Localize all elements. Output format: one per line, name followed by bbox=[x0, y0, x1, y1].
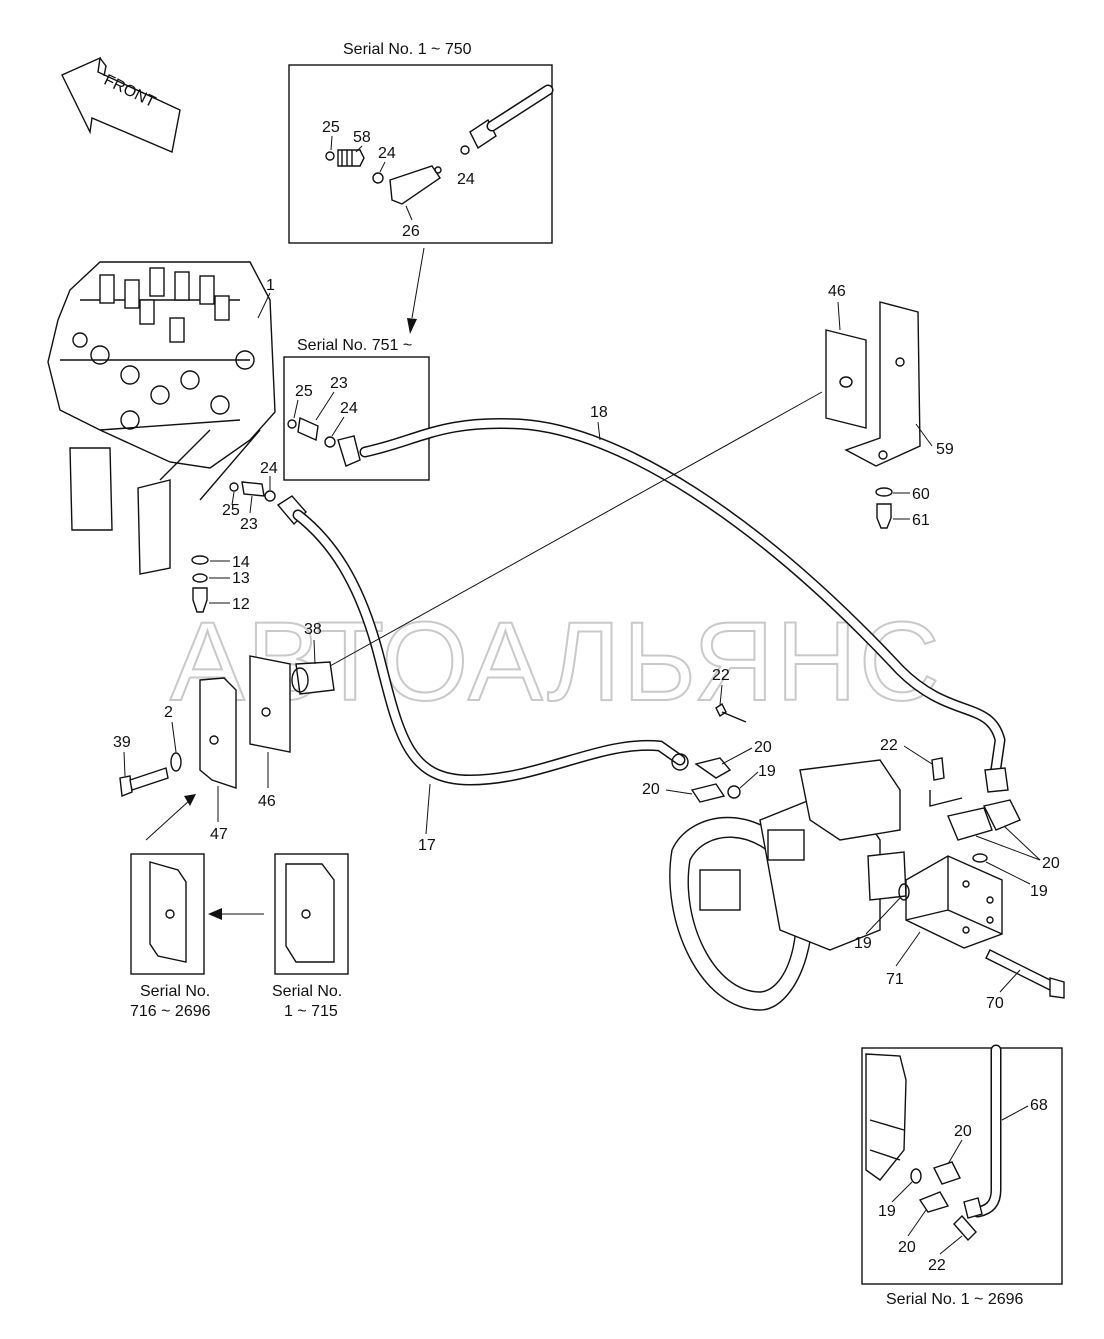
callout-19: 19 bbox=[854, 935, 872, 952]
inset-serial-1-750-label: Serial No. 1 ~ 750 bbox=[343, 41, 472, 58]
callout-25: 25 bbox=[322, 119, 340, 136]
inset-serial-1-715-line2: 1 ~ 715 bbox=[284, 1003, 338, 1020]
callout-59: 59 bbox=[936, 441, 954, 458]
callout-24: 24 bbox=[457, 171, 475, 188]
inset-serial-751: Serial No. 751 ~ 25 23 24 bbox=[283, 337, 430, 481]
callout-70: 70 bbox=[986, 995, 1004, 1012]
inset-serial-1-2696-label: Serial No. 1 ~ 2696 bbox=[886, 1291, 1024, 1308]
inset-serial-1-2696: 68 20 19 20 22 Serial No. 1 ~ 2696 bbox=[861, 1044, 1063, 1308]
callout-47: 47 bbox=[210, 826, 228, 843]
callout-24: 24 bbox=[378, 145, 396, 162]
hose-18: 18 bbox=[359, 404, 1009, 793]
callout-20: 20 bbox=[642, 781, 660, 798]
front-arrow-icon: FRONT bbox=[61, 56, 181, 153]
inset-serial-716-2696-line2: 716 ~ 2696 bbox=[130, 1003, 211, 1020]
bracket-assembly-right: 46 59 60 61 bbox=[825, 283, 954, 529]
callout-12: 12 bbox=[232, 596, 250, 613]
callout-38: 38 bbox=[304, 621, 322, 638]
main-pump-assembly bbox=[669, 759, 907, 1011]
bolt-washer-stack: 14 13 12 bbox=[191, 554, 250, 613]
callout-24: 24 bbox=[260, 460, 278, 477]
callout-39: 39 bbox=[113, 734, 131, 751]
inset-serial-716-2696: Serial No. 716 ~ 2696 bbox=[130, 853, 211, 1020]
callout-14: 14 bbox=[232, 554, 250, 571]
inset-serial-1-715-line1: Serial No. bbox=[272, 983, 342, 1000]
flange-fittings-left: 22 20 20 19 bbox=[642, 667, 776, 803]
inset-serial-751-label: Serial No. 751 ~ bbox=[297, 337, 412, 354]
callout-26: 26 bbox=[402, 223, 420, 240]
pointer-arrow-icon bbox=[208, 908, 264, 920]
callout-19: 19 bbox=[878, 1203, 896, 1220]
inset-serial-1-750: Serial No. 1 ~ 750 25 58 24 24 26 bbox=[288, 41, 554, 244]
flange-fittings-right: 22 20 19 19 71 70 bbox=[854, 737, 1065, 1012]
callout-61: 61 bbox=[912, 512, 930, 529]
callout-17: 17 bbox=[418, 837, 436, 854]
callout-1: 1 bbox=[266, 277, 275, 294]
hose-17: 17 bbox=[276, 495, 689, 854]
callout-19: 19 bbox=[1030, 883, 1048, 900]
callout-20: 20 bbox=[1042, 855, 1060, 872]
callout-18: 18 bbox=[590, 404, 608, 421]
callout-60: 60 bbox=[912, 486, 930, 503]
lower-fittings: 24 25 23 bbox=[222, 460, 278, 533]
pointer-arrow-icon bbox=[407, 247, 425, 334]
callout-20: 20 bbox=[954, 1123, 972, 1140]
inset-serial-1-715: Serial No. 1 ~ 715 bbox=[272, 853, 349, 1020]
callout-23: 23 bbox=[240, 516, 258, 533]
inset-serial-716-2696-line1: Serial No. bbox=[140, 983, 210, 1000]
callout-22: 22 bbox=[712, 667, 730, 684]
pointer-arrow-icon bbox=[145, 794, 196, 841]
callout-22: 22 bbox=[928, 1257, 946, 1274]
callout-46: 46 bbox=[828, 283, 846, 300]
watermark: АВТОАЛЬЯНС bbox=[170, 599, 942, 724]
callout-20: 20 bbox=[754, 739, 772, 756]
callout-13: 13 bbox=[232, 570, 250, 587]
clamp-assembly-left: 38 46 47 2 39 bbox=[113, 621, 335, 843]
callout-58: 58 bbox=[353, 129, 371, 146]
callout-23: 23 bbox=[330, 375, 348, 392]
callout-24: 24 bbox=[340, 400, 358, 417]
callout-22: 22 bbox=[880, 737, 898, 754]
callout-71: 71 bbox=[886, 971, 904, 988]
callout-46: 46 bbox=[258, 793, 276, 810]
callout-68: 68 bbox=[1030, 1097, 1048, 1114]
callout-2: 2 bbox=[164, 704, 173, 721]
callout-25: 25 bbox=[222, 502, 240, 519]
callout-25: 25 bbox=[295, 383, 313, 400]
callout-19: 19 bbox=[758, 763, 776, 780]
callout-20: 20 bbox=[898, 1239, 916, 1256]
control-valve-assembly: 1 bbox=[47, 261, 276, 575]
